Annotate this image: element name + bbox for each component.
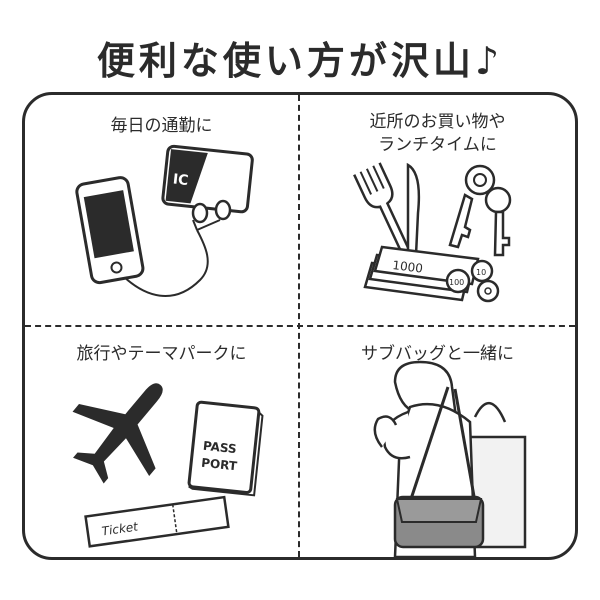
ticket-label: Ticket xyxy=(101,519,140,538)
passport-icon: PASS PORT xyxy=(187,400,264,497)
caption-line: 近所のお買い物や xyxy=(369,112,506,132)
banknote-label: 1000 xyxy=(392,258,424,276)
smartphone-icon xyxy=(75,176,145,285)
caption-line: 毎日の通勤に xyxy=(110,116,213,136)
airplane-icon xyxy=(72,383,163,484)
ic-card-label: IC xyxy=(172,171,189,189)
subbag-illustration xyxy=(373,360,527,557)
ticket-icon: Ticket xyxy=(84,495,230,548)
panel-caption: サブバッグと一緒に xyxy=(300,343,575,366)
panel-commute: 毎日の通勤に IC xyxy=(25,95,298,325)
caption-line: ランチタイムに xyxy=(378,135,497,155)
strap-icon xyxy=(408,386,450,503)
panel-caption: 旅行やテーマパークに xyxy=(25,343,298,366)
panel-caption: 近所のお買い物や ランチタイムに xyxy=(300,111,575,157)
keys-icon xyxy=(448,164,512,257)
coins-icon: 100 10 xyxy=(445,259,500,303)
frame xyxy=(22,92,578,560)
coin-label: 10 xyxy=(476,268,486,277)
horizontal-divider xyxy=(25,325,575,327)
passport-label-1: PASS xyxy=(202,439,237,456)
earphones-icon xyxy=(191,199,232,224)
panel-shopping: 近所のお買い物や ランチタイムに 1000 xyxy=(300,95,575,325)
ic-card-icon: IC xyxy=(161,144,254,214)
shoulder-pouch-icon xyxy=(393,495,485,549)
commute-illustration: IC xyxy=(75,144,254,297)
page-title: 便利な使い方が沢山♪ xyxy=(96,39,504,83)
caption-line: サブバッグと一緒に xyxy=(361,344,514,364)
caption-line: 旅行やテーマパークに xyxy=(76,344,247,364)
coin-label: 100 xyxy=(449,278,464,287)
panel-travel: 旅行やテーマパークに PASS PORT Ticket xyxy=(25,327,298,557)
cable-icon xyxy=(116,229,209,297)
banknotes-icon: 1000 xyxy=(363,245,480,302)
knife-icon xyxy=(406,162,421,257)
panel-caption: 毎日の通勤に xyxy=(25,115,298,138)
shopping-illustration: 1000 100 10 xyxy=(353,162,512,303)
passport-label-2: PORT xyxy=(201,456,239,474)
travel-illustration: PASS PORT Ticket xyxy=(72,383,264,548)
panel-subbag: サブバッグと一緒に xyxy=(300,327,575,557)
